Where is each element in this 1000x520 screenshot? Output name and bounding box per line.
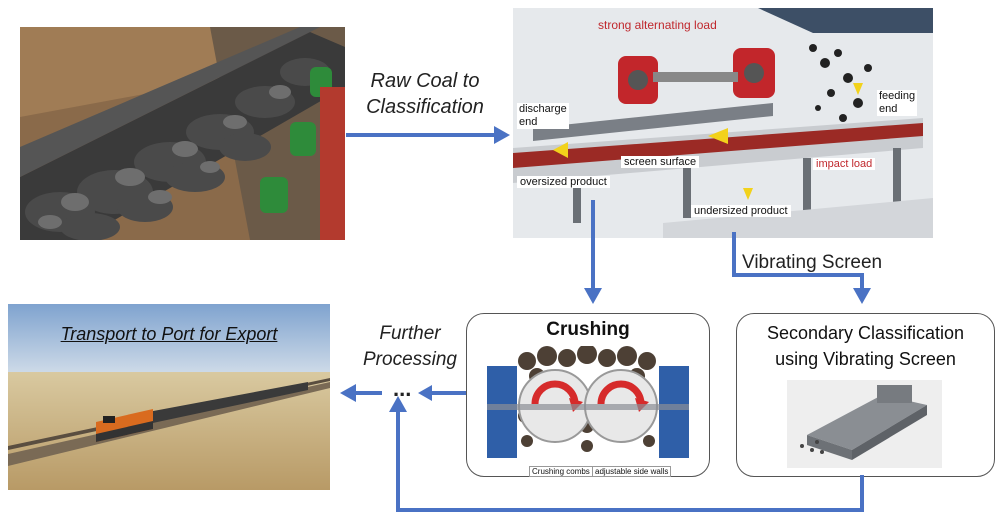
- further-processing-line2: Processing: [363, 349, 457, 370]
- secondary-title-line1: Secondary Classification: [766, 323, 965, 343]
- secondary-screen-illustration: [787, 380, 942, 468]
- conveyor-photo: [20, 27, 345, 240]
- label-impact-load: impact load: [813, 158, 876, 170]
- crushing-title: Crushing: [546, 319, 630, 340]
- crushing-caption-left: Crushing combs: [529, 466, 593, 477]
- label-discharge-end-line2: end: [519, 116, 538, 128]
- arrowhead-ellipsis-to-transport: [340, 384, 356, 402]
- arrowhead-undersized-to-secondary: [853, 288, 871, 304]
- label-feeding-end: feeding end: [877, 90, 918, 116]
- ellipsis-label: ...: [393, 376, 412, 401]
- further-processing-label: Further Processing: [360, 321, 460, 373]
- label-discharge-end-line1: discharge: [519, 103, 567, 115]
- label-oversized-product: oversized product: [517, 176, 610, 188]
- label-strong-alternating-load: strong alternating load: [598, 18, 717, 32]
- raw-coal-label-line1: Raw Coal to: [370, 70, 480, 92]
- secondary-title-line2: using Vibrating Screen: [775, 349, 956, 369]
- further-processing-line1: Further: [379, 323, 441, 344]
- label-undersized-product: undersized product: [691, 205, 791, 217]
- crushing-caption-right: adjustable side walls: [592, 466, 672, 477]
- arrowhead-raw-to-screen: [494, 126, 510, 144]
- secondary-classification-title: Secondary Classification using Vibrating…: [737, 320, 994, 372]
- transport-label: Transport to Port for Export: [60, 324, 278, 344]
- train-photo: Transport to Port for Export: [8, 304, 330, 490]
- vibrating-screen-diagram: strong alternating load discharge end fe…: [513, 8, 933, 238]
- label-discharge-end: discharge end: [517, 103, 569, 129]
- arrowhead-oversized-to-crushing: [584, 288, 602, 304]
- label-screen-surface: screen surface: [621, 156, 700, 168]
- vibrating-screen-label: Vibrating Screen: [742, 252, 883, 273]
- label-feeding-end-line1: feeding: [879, 90, 916, 102]
- raw-coal-label-line2: Classification: [366, 96, 484, 118]
- secondary-classification-box: Secondary Classification using Vibrating…: [736, 313, 995, 477]
- raw-coal-label: Raw Coal to Classification: [345, 68, 505, 120]
- arrowhead-crushing-to-ellipsis: [418, 385, 432, 401]
- label-feeding-end-line2: end: [879, 103, 898, 115]
- crusher-illustration: [487, 346, 689, 468]
- crushing-box: Crushing Crushing combs adjustable side …: [466, 313, 710, 477]
